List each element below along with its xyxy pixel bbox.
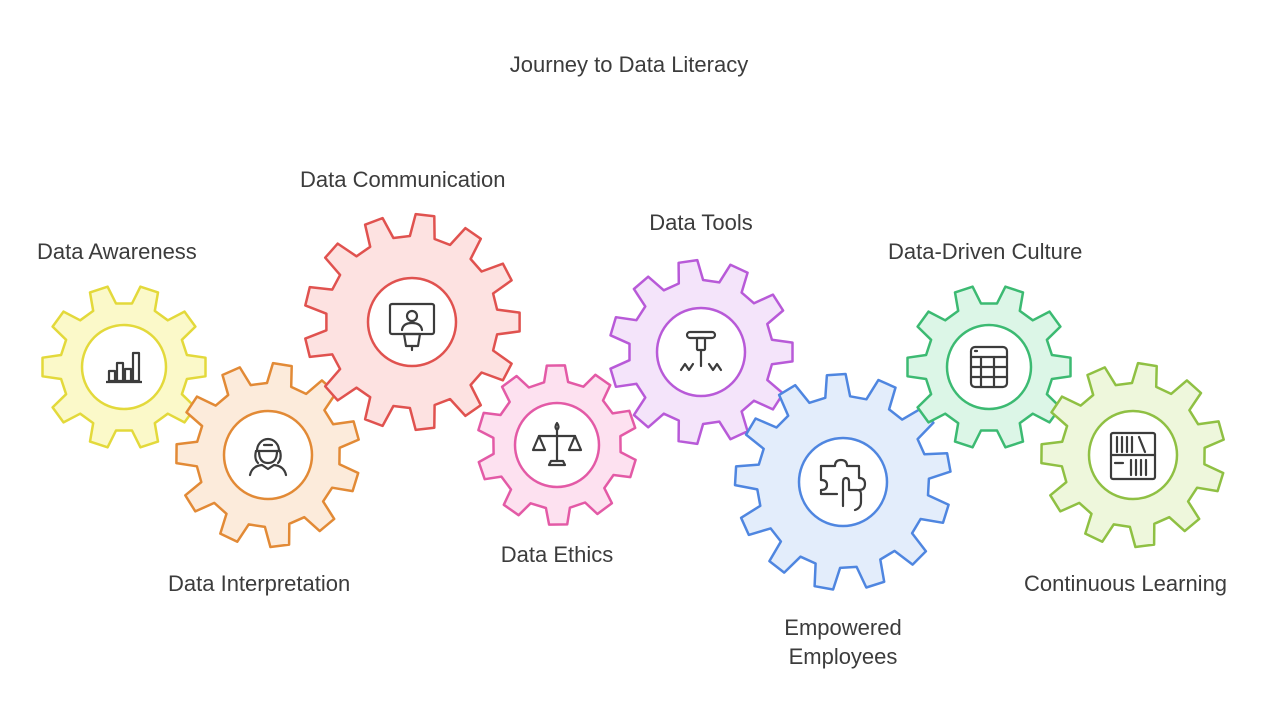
stage-label-data-interpretation: Data Interpretation: [168, 571, 351, 596]
person-reading-icon: [248, 437, 288, 477]
gear-6: [733, 372, 952, 591]
gear-3: [304, 212, 521, 432]
stage-label-empowered-employees: Empowered Employees: [784, 615, 902, 669]
stage-label-data-communication: Data Communication: [300, 167, 506, 192]
jackhammer-icon: [679, 330, 723, 372]
stage-label-continuous-learning: Continuous Learning: [1024, 571, 1228, 596]
bar-chart-icon: [106, 351, 142, 384]
stage-label-data-ethics: Data Ethics: [500, 542, 614, 567]
stage-label-data-tools: Data Tools: [649, 210, 753, 235]
diagram-title: Journey to Data Literacy: [509, 52, 749, 77]
gear-8: [1040, 361, 1225, 549]
gear-1: [41, 285, 207, 449]
gear-hub: [222, 409, 314, 501]
stage-label-data-driven-culture: Data-Driven Culture: [888, 239, 1083, 264]
table-grid-icon: [969, 345, 1009, 389]
presenter-screen-icon: [388, 302, 436, 352]
puzzle-hand-icon: [819, 458, 867, 512]
gear-5: [609, 258, 794, 446]
gear-7: [906, 285, 1072, 449]
stage-label-data-awareness: Data Awareness: [37, 239, 197, 264]
bookshelf-icon: [1109, 431, 1157, 481]
gear-2: [175, 361, 360, 549]
gear-4: [477, 364, 637, 526]
balance-scale-icon: [531, 421, 583, 467]
